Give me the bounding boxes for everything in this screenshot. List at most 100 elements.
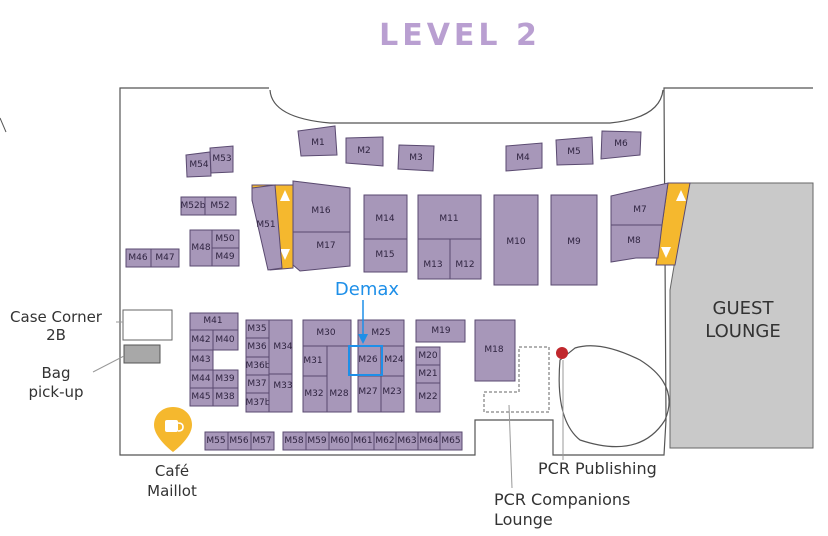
booth-m15[interactable]: M15 bbox=[363, 238, 408, 273]
booth-m27[interactable]: M27 bbox=[357, 375, 382, 413]
coffee-cup-pin-icon[interactable] bbox=[154, 407, 192, 452]
booth-m11[interactable]: M11 bbox=[417, 194, 482, 240]
booth-m51[interactable]: M51 bbox=[251, 184, 283, 271]
guest-lounge-area[interactable] bbox=[669, 182, 814, 449]
cafe-line1: Café bbox=[155, 462, 189, 480]
booth-m3[interactable]: M3 bbox=[397, 144, 435, 172]
booth-m28[interactable]: M28 bbox=[326, 345, 352, 413]
booth-label: M28 bbox=[329, 389, 348, 399]
booth-m54[interactable]: M54 bbox=[185, 151, 212, 178]
booth-m37[interactable]: M37 bbox=[245, 374, 270, 394]
booth-m9[interactable]: M9 bbox=[550, 194, 598, 286]
booth-m22[interactable]: M22 bbox=[415, 382, 441, 413]
pcr-publishing-loop bbox=[558, 345, 670, 448]
booth-m45[interactable]: M45 bbox=[189, 387, 214, 407]
booth-m17[interactable]: M17 bbox=[292, 231, 351, 272]
booth-m37b[interactable]: M37b bbox=[245, 392, 271, 413]
booth-m46[interactable]: M46 bbox=[125, 248, 152, 268]
booth-m26[interactable]: M26 bbox=[357, 345, 382, 377]
booth-label: M62 bbox=[375, 436, 394, 446]
booth-m55[interactable]: M55 bbox=[204, 431, 229, 451]
booth-m33[interactable]: M33 bbox=[268, 373, 293, 413]
booth-m18[interactable]: M18 bbox=[474, 319, 516, 382]
booth-m56[interactable]: M56 bbox=[227, 431, 252, 451]
bag-pickup-box[interactable] bbox=[123, 344, 161, 364]
booth-m14[interactable]: M14 bbox=[363, 194, 408, 240]
booth-m65[interactable]: M65 bbox=[439, 431, 463, 451]
booth-label: M52 bbox=[210, 201, 229, 211]
booth-label: M32 bbox=[304, 389, 323, 399]
booth-m52[interactable]: M52 bbox=[204, 196, 237, 216]
booth-m35[interactable]: M35 bbox=[245, 319, 270, 339]
booth-m47[interactable]: M47 bbox=[150, 248, 180, 268]
booth-m59[interactable]: M59 bbox=[305, 431, 330, 451]
booth-m64[interactable]: M64 bbox=[417, 431, 441, 451]
location-dot-icon[interactable] bbox=[556, 347, 568, 359]
booth-label: M33 bbox=[273, 381, 292, 391]
booth-m10[interactable]: M10 bbox=[493, 194, 539, 286]
booth-m48[interactable]: M48 bbox=[189, 229, 213, 267]
case-corner-box[interactable] bbox=[122, 309, 173, 341]
booth-m30[interactable]: M30 bbox=[302, 319, 352, 347]
booth-label: M37b bbox=[246, 398, 271, 408]
booth-label: M24 bbox=[384, 355, 403, 365]
booth-m13[interactable]: M13 bbox=[417, 238, 451, 280]
booth-m58[interactable]: M58 bbox=[282, 431, 307, 451]
booth-m50[interactable]: M50 bbox=[211, 229, 240, 249]
booth-m62[interactable]: M62 bbox=[373, 431, 397, 451]
booth-label: M7 bbox=[633, 205, 647, 215]
booth-m25[interactable]: M25 bbox=[357, 319, 405, 347]
booth-label: M48 bbox=[191, 243, 210, 253]
bag-pickup-line2: pick-up bbox=[28, 383, 83, 401]
booth-m31[interactable]: M31 bbox=[302, 345, 328, 377]
booth-m24[interactable]: M24 bbox=[380, 345, 405, 377]
booth-m41[interactable]: M41 bbox=[189, 312, 239, 331]
booth-label: M19 bbox=[431, 326, 450, 336]
case-corner-line1: Case Corner bbox=[10, 308, 103, 326]
booth-label: M17 bbox=[316, 241, 335, 251]
booth-m21[interactable]: M21 bbox=[415, 364, 441, 384]
booth-m12[interactable]: M12 bbox=[449, 238, 482, 280]
booth-m36b[interactable]: M36b bbox=[245, 356, 271, 376]
booth-m38[interactable]: M38 bbox=[212, 387, 239, 407]
booth-label: M64 bbox=[419, 436, 438, 446]
booth-m52b[interactable]: M52b bbox=[180, 196, 206, 216]
booth-m53[interactable]: M53 bbox=[209, 145, 234, 174]
booth-m2[interactable]: M2 bbox=[345, 136, 384, 167]
booth-m6[interactable]: M6 bbox=[600, 130, 642, 160]
highlight-box[interactable] bbox=[348, 345, 383, 376]
booth-label: M9 bbox=[567, 237, 581, 247]
booth-m63[interactable]: M63 bbox=[395, 431, 419, 451]
booth-m60[interactable]: M60 bbox=[328, 431, 353, 451]
booth-m44[interactable]: M44 bbox=[189, 369, 214, 389]
booth-m1[interactable]: M1 bbox=[297, 125, 338, 157]
booth-m36[interactable]: M36 bbox=[245, 337, 270, 358]
booth-m43[interactable]: M43 bbox=[189, 349, 214, 371]
booth-m16[interactable]: M16 bbox=[292, 180, 351, 233]
booth-m42[interactable]: M42 bbox=[189, 329, 214, 351]
booth-label: M47 bbox=[155, 253, 174, 263]
booth-m34[interactable]: M34 bbox=[268, 319, 293, 375]
booth-m7[interactable]: M7 bbox=[610, 182, 669, 226]
booth-m5[interactable]: M5 bbox=[555, 136, 594, 166]
booth-m8[interactable]: M8 bbox=[610, 224, 663, 263]
cafe-line2: Maillot bbox=[147, 482, 197, 500]
booth-m32[interactable]: M32 bbox=[302, 375, 328, 413]
guest-lounge-line1: GUEST bbox=[713, 298, 775, 319]
booth-label: M54 bbox=[189, 160, 208, 170]
booth-m49[interactable]: M49 bbox=[211, 247, 240, 267]
booth-m40[interactable]: M40 bbox=[212, 329, 239, 351]
booth-m61[interactable]: M61 bbox=[351, 431, 375, 451]
booth-m19[interactable]: M19 bbox=[415, 319, 466, 343]
booth-m4[interactable]: M4 bbox=[505, 142, 543, 172]
booth-label: M26 bbox=[358, 355, 377, 365]
booth-label: M42 bbox=[191, 335, 210, 345]
booth-label: M22 bbox=[418, 392, 437, 402]
booth-m23[interactable]: M23 bbox=[380, 375, 405, 413]
booth-m39[interactable]: M39 bbox=[212, 369, 239, 389]
booth-m20[interactable]: M20 bbox=[415, 346, 441, 366]
booth-m57[interactable]: M57 bbox=[250, 431, 275, 451]
